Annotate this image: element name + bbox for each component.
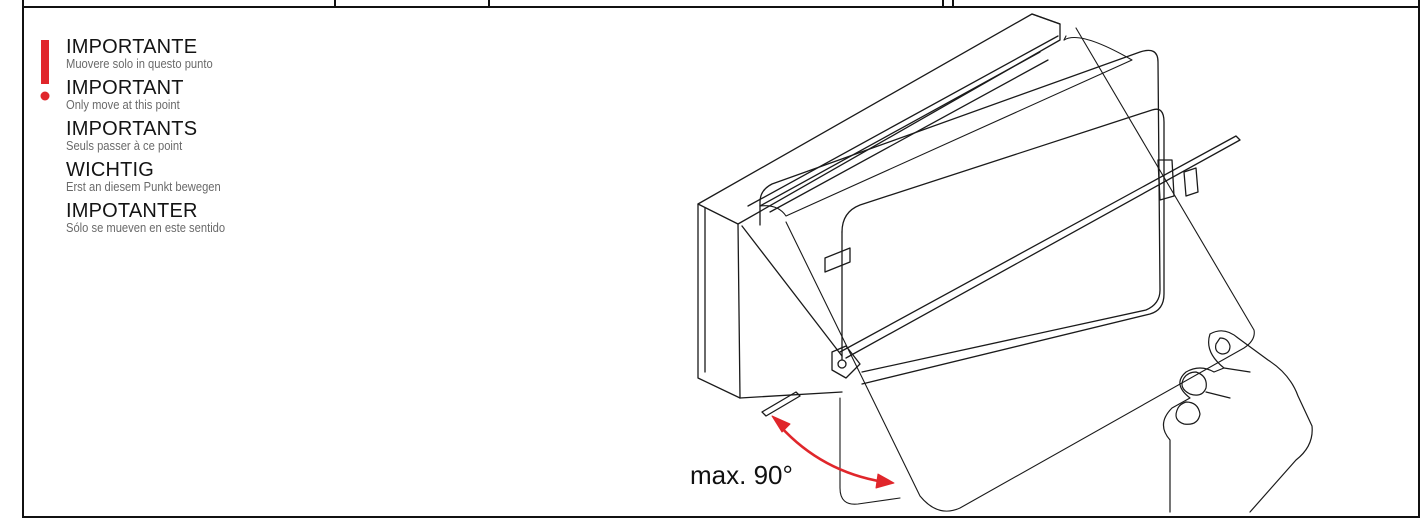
exclamation-icon: [40, 40, 50, 101]
header-divider: [942, 0, 944, 8]
header-divider: [488, 0, 490, 8]
note-text: Sólo se mueven en este sentido: [66, 220, 226, 235]
hinge-block: [831, 345, 861, 379]
note-german: WICHTIG Erst an diesem Punkt bewegen: [66, 160, 386, 194]
note-title: IMPORTANTE: [66, 36, 198, 58]
note-text: Muovere solo in questo punto: [66, 56, 213, 71]
rotation-arrow: [771, 415, 895, 489]
warning-notes: IMPORTANTE Muovere solo in questo punto …: [66, 37, 386, 242]
header-divider: [334, 0, 336, 8]
note-title: WICHTIG: [66, 159, 155, 181]
header-divider: [952, 0, 954, 8]
note-title: IMPORTANTS: [66, 118, 198, 140]
fixture-housing: [697, 13, 1061, 399]
note-text: Seuls passer à ce point: [66, 138, 183, 153]
note-french: IMPORTANTS Seuls passer à ce point: [66, 119, 386, 153]
front-panel: [841, 108, 1165, 385]
rear-panel: [759, 49, 1161, 373]
glass-diffuser: [759, 27, 1255, 512]
hinge-rod: [761, 135, 1241, 417]
fixture-illustration: [697, 13, 1313, 513]
note-italian: IMPORTANTE Muovere solo in questo punto: [66, 37, 386, 71]
note-text: Erst an diesem Punkt bewegen: [66, 179, 221, 194]
note-title: IMPOTANTER: [66, 200, 198, 222]
max-angle-label: max. 90°: [690, 460, 793, 490]
header-strip: [22, 0, 1420, 8]
note-text: Only move at this point: [66, 97, 180, 112]
note-spanish: IMPOTANTER Sólo se mueven en este sentid…: [66, 201, 386, 235]
note-title: IMPORTANT: [66, 77, 184, 99]
page-frame: [22, 0, 1420, 518]
note-english: IMPORTANT Only move at this point: [66, 78, 386, 112]
hand-illustration: [1162, 330, 1313, 513]
